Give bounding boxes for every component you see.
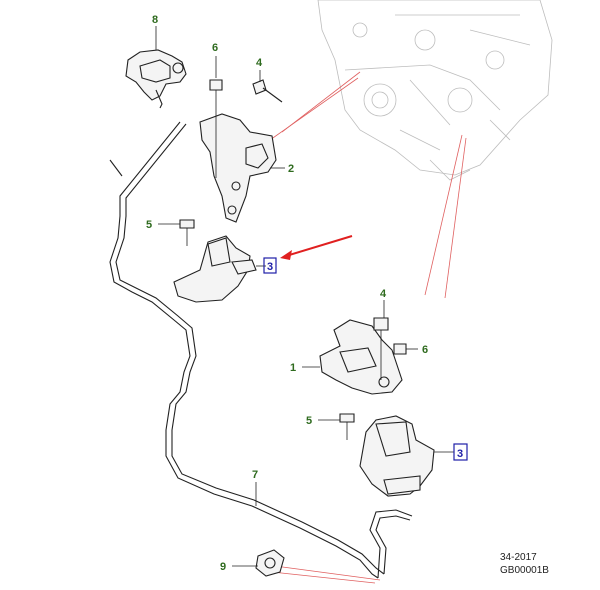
- callout-6b: 6: [422, 344, 428, 356]
- callout-4b: 4: [380, 288, 387, 300]
- engine-leader-line: [444, 137, 467, 299]
- bolt-4-upper: [252, 79, 283, 103]
- callout-9: 9: [220, 561, 226, 573]
- engine-leader-line: [424, 134, 463, 296]
- engine-block: [317, 0, 553, 181]
- engine-mount-upper: [173, 235, 257, 303]
- engine-mount-lower: [359, 415, 435, 497]
- callout-5b: 5: [306, 415, 312, 427]
- callout-3b-box: [453, 443, 468, 461]
- red-pointer-arrow: [280, 235, 353, 260]
- vacuum-hose: [109, 121, 413, 579]
- callout-2: 2: [288, 163, 294, 175]
- engine-leader-line: [271, 571, 376, 584]
- callout-3a-box: [263, 257, 277, 274]
- callout-7: 7: [252, 469, 258, 481]
- nut-6-lower: [393, 343, 407, 355]
- bolt-5-upper: [179, 219, 195, 246]
- vacuum-solenoid-valve: [125, 49, 187, 109]
- callout-5a: 5: [146, 219, 152, 231]
- callout-8: 8: [152, 14, 158, 26]
- callout-4a: 4: [256, 57, 263, 69]
- callout-3a: 3: [267, 261, 273, 273]
- nut-6-upper: [209, 79, 223, 178]
- engine-leader-line: [269, 77, 359, 141]
- bolt-4-lower: [373, 317, 389, 380]
- diagram-code: 34-2017: [500, 552, 537, 563]
- bolt-5-lower: [339, 413, 355, 440]
- callout-1: 1: [290, 362, 296, 374]
- hose-clip: [255, 549, 285, 577]
- engine-leader-line: [274, 565, 381, 581]
- diagram-ref: GB00001B: [500, 565, 549, 576]
- lower-mount-bracket: [319, 319, 403, 395]
- callout-6a: 6: [212, 42, 218, 54]
- callout-3b: 3: [457, 448, 463, 460]
- upper-mount-bracket: [199, 113, 277, 223]
